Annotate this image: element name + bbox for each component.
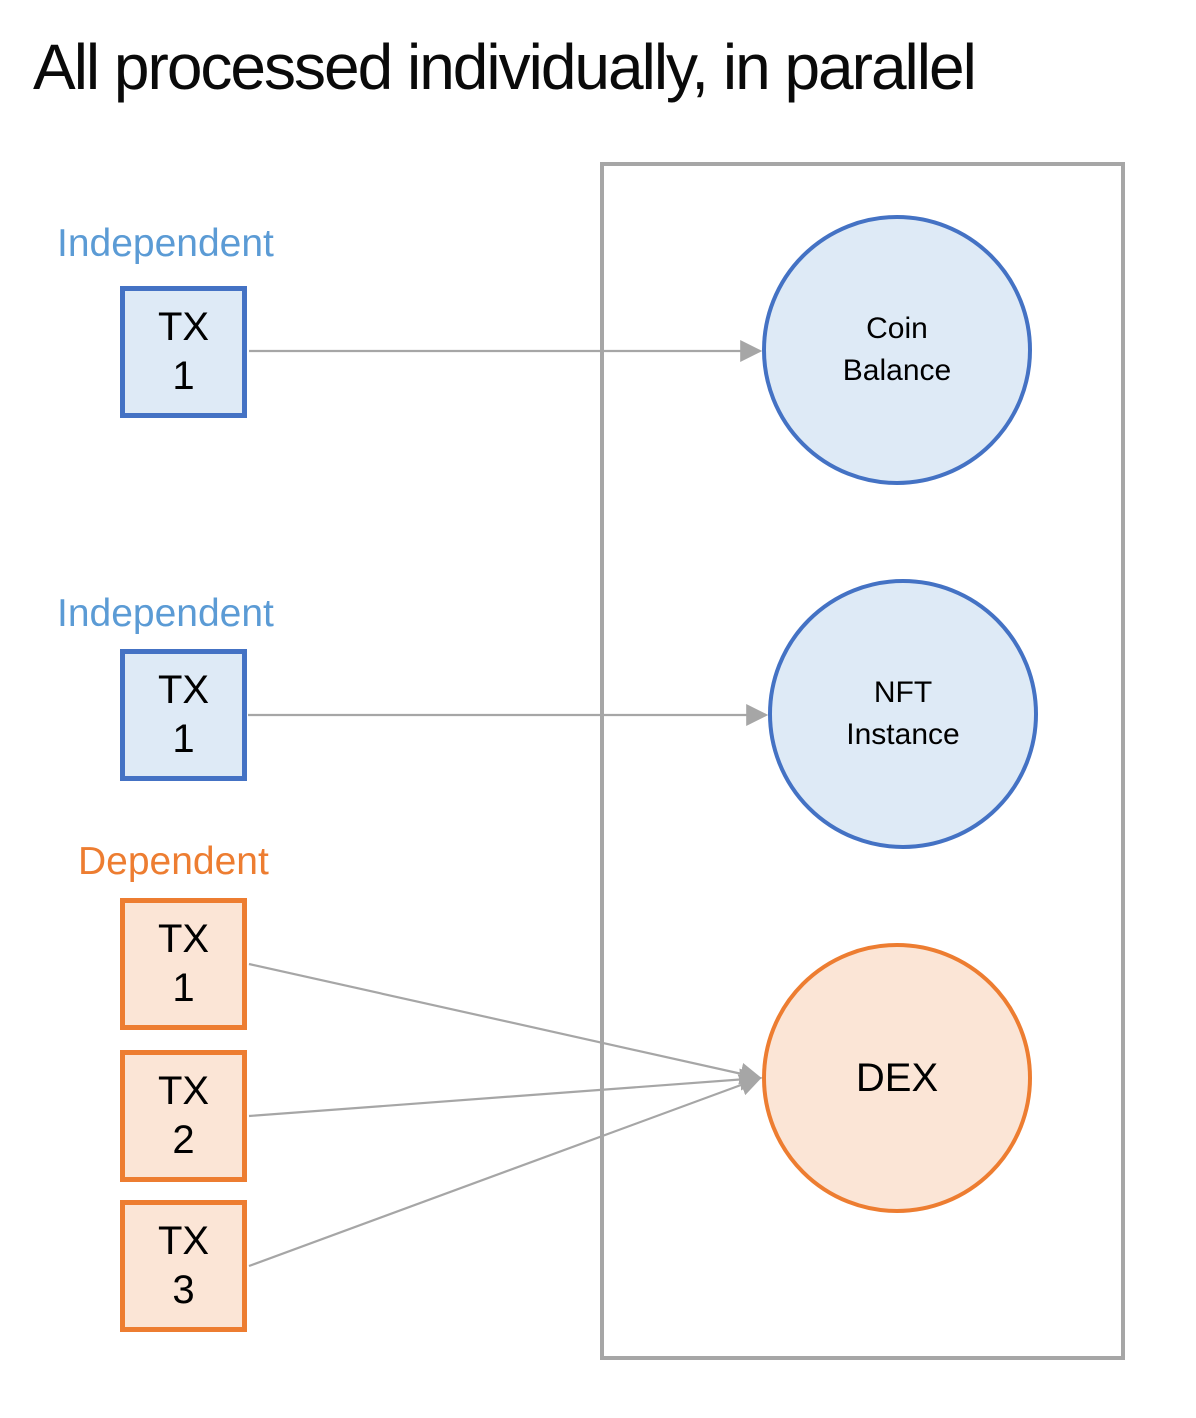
tx-box-independent-1: TX 1 <box>120 286 247 418</box>
tx-box-dependent-3: TX 3 <box>120 1200 247 1332</box>
tx-box-number: 3 <box>172 1268 195 1312</box>
node-label-line: NFT <box>873 676 933 709</box>
tx-box-number: 2 <box>172 1118 195 1162</box>
group-label-independent-1: Independent <box>57 222 274 265</box>
group-label-independent-2: Independent <box>57 592 274 635</box>
parallel-container-box <box>600 162 1125 1360</box>
tx-box-number: 1 <box>172 966 195 1010</box>
tx-box-text: TX <box>157 1219 210 1264</box>
tx-box-number: 1 <box>172 354 195 398</box>
tx-box-text: TX <box>157 305 210 350</box>
tx-box-text: TX <box>157 1069 210 1114</box>
node-label-line: Coin <box>866 312 928 345</box>
tx-box-independent-2: TX 1 <box>120 649 247 781</box>
node-label-line: Balance <box>842 354 952 387</box>
tx-box-text: TX <box>157 668 210 713</box>
node-label-line: DEX <box>855 1056 939 1100</box>
tx-box-dependent-1: TX 1 <box>120 898 247 1030</box>
dex-node: DEX <box>762 943 1032 1213</box>
tx-box-dependent-2: TX 2 <box>120 1050 247 1182</box>
tx-box-number: 1 <box>172 717 195 761</box>
tx-box-text: TX <box>157 917 210 962</box>
node-label-line: Instance <box>846 718 960 751</box>
coin-balance-node: Coin Balance <box>762 215 1032 485</box>
nft-instance-node: NFT Instance <box>768 579 1038 849</box>
page-title: All processed individually, in parallel <box>33 31 977 103</box>
group-label-dependent: Dependent <box>78 840 269 883</box>
